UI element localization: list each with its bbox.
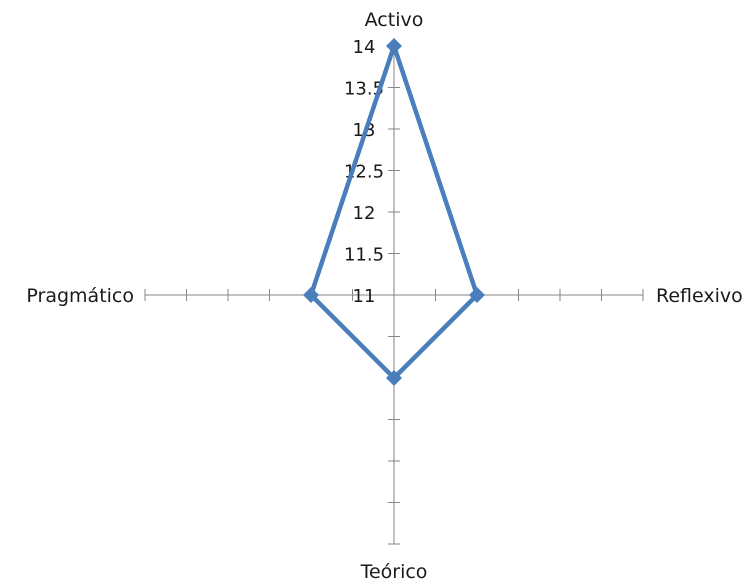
category-label-teorico: Teórico [360,561,428,583]
tick-label: 14 [353,37,376,58]
tick-label: 13.5 [344,79,384,100]
tick-label: 11 [353,286,376,307]
axes [144,45,644,545]
data-point-reflexivo [469,287,485,303]
category-label-pragmatico: Pragmático [26,285,134,307]
data-point-teorico [386,370,402,386]
tick-label: 12 [353,203,376,224]
category-label-activo: Activo [365,9,424,31]
tick-label: 11.5 [344,245,384,266]
series [303,38,485,386]
data-point-activo [386,38,402,54]
category-label-reflexivo: Reflexivo [656,285,743,307]
data-point-pragmatico [303,287,319,303]
